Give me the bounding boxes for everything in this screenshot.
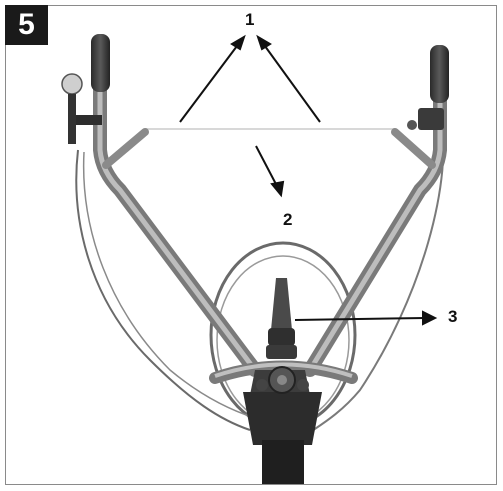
- left-cable: [75, 149, 251, 431]
- left-cable-2: [82, 151, 256, 419]
- callout-1-label: 1: [245, 10, 255, 29]
- figure-number-badge: 5: [5, 5, 48, 45]
- callout-2-label: 2: [283, 210, 293, 229]
- right-grip: [430, 45, 449, 103]
- clutch-lever: [418, 108, 444, 130]
- left-handlebar-tube: [93, 63, 262, 377]
- callout-3-label: 3: [448, 307, 458, 326]
- control-stalk: [271, 278, 292, 330]
- throttle-knob: [61, 73, 83, 95]
- left-grip: [91, 34, 110, 92]
